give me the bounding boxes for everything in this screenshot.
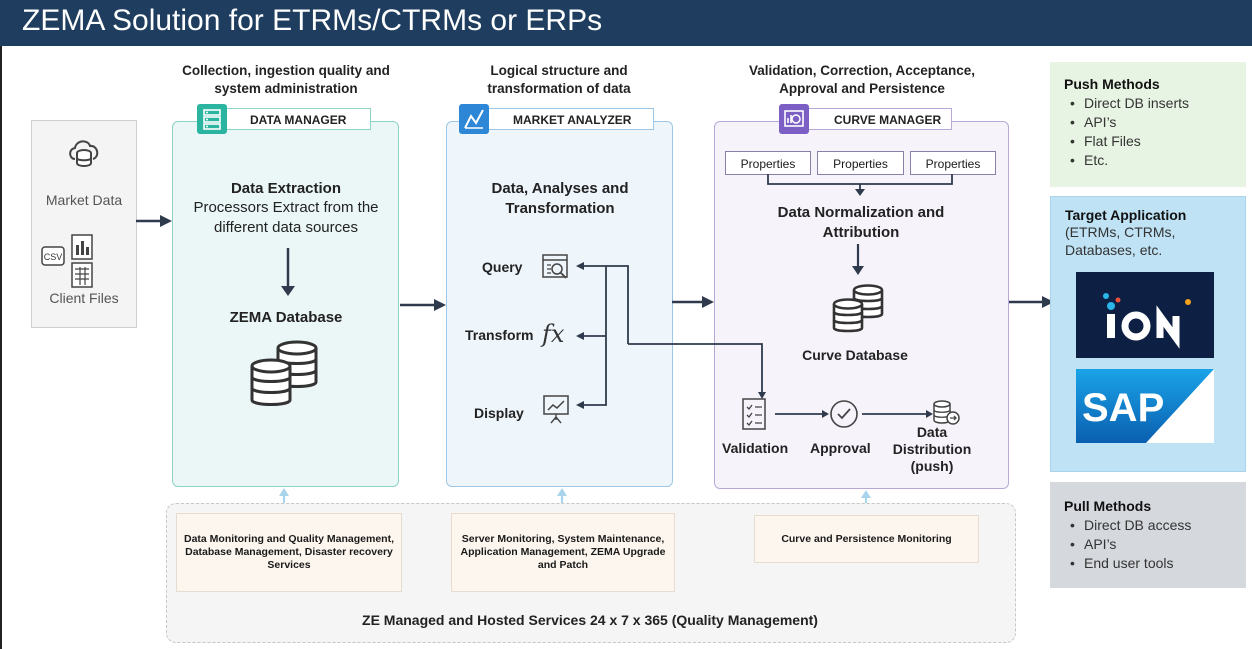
target-application-title: Target Application bbox=[1065, 207, 1187, 223]
transform-label: Transform bbox=[465, 327, 534, 343]
push-methods-title: Push Methods bbox=[1064, 76, 1160, 92]
zema-database-label: ZEMA Database bbox=[229, 309, 343, 326]
page-title: ZEMA Solution for ETRMs/CTRMs or ERPs bbox=[22, 4, 603, 37]
properties-box-3: Properties bbox=[910, 151, 996, 175]
client-files-label: Client Files bbox=[49, 290, 119, 306]
svg-text:fx: fx bbox=[540, 320, 565, 348]
down-arrow bbox=[281, 248, 295, 296]
push-item: API’s bbox=[1070, 113, 1232, 132]
pull-methods-box: Pull Methods Direct DB access API’s End … bbox=[1050, 482, 1246, 588]
market-analyzer-panel bbox=[446, 121, 673, 487]
down-arrow-cm bbox=[852, 244, 864, 275]
pull-item: End user tools bbox=[1070, 554, 1232, 573]
ion-logo bbox=[1076, 272, 1214, 358]
query-label: Query bbox=[482, 259, 523, 275]
push-item: Etc. bbox=[1070, 151, 1232, 170]
function-fx-icon: fx bbox=[540, 320, 565, 348]
properties-box-1: Properties bbox=[725, 151, 811, 175]
csv-text: CSV bbox=[44, 252, 63, 262]
push-methods-list: Direct DB inserts API’s Flat Files Etc. bbox=[1064, 94, 1232, 170]
pull-item: Direct DB access bbox=[1070, 516, 1232, 535]
validation-label: Validation bbox=[722, 440, 789, 456]
curve-database-label: Curve Database bbox=[802, 347, 908, 363]
left-border bbox=[0, 46, 2, 649]
push-item: Direct DB inserts bbox=[1070, 94, 1232, 113]
pull-methods-list: Direct DB access API’s End user tools bbox=[1064, 516, 1232, 573]
query-icon bbox=[542, 254, 568, 279]
sap-logo-mark: SAP bbox=[1076, 369, 1214, 443]
curve-chart-icon bbox=[779, 104, 809, 134]
presentation-chart-icon bbox=[543, 395, 569, 424]
properties-merge-connector bbox=[767, 174, 953, 196]
approval-label: Approval bbox=[810, 440, 871, 456]
display-label: Display bbox=[474, 405, 524, 421]
ma-header: Logical structure and transformation of … bbox=[487, 63, 631, 96]
data-manager-badge: DATA MANAGER bbox=[205, 108, 371, 130]
distribution-database-icon bbox=[933, 400, 960, 425]
ma-heading: Data, Analyses and Transformation bbox=[491, 180, 629, 217]
source-box: Market Data CSV Client Files bbox=[31, 120, 137, 328]
curve-manager-badge: CURVE MANAGER bbox=[789, 108, 952, 130]
ma-services-box: Server Monitoring, System Maintenance, A… bbox=[451, 513, 675, 592]
market-data-label: Market Data bbox=[45, 192, 123, 208]
server-list-icon bbox=[197, 104, 227, 134]
cloud-database-icon bbox=[69, 140, 99, 167]
approval-check-icon bbox=[830, 400, 858, 428]
dm-services-box: Data Monitoring and Quality Management, … bbox=[176, 513, 402, 592]
push-methods-box: Push Methods Direct DB inserts API’s Fla… bbox=[1050, 62, 1246, 187]
properties-box-2: Properties bbox=[817, 151, 904, 175]
cm-header: Validation, Correction, Acceptance, Appr… bbox=[748, 63, 976, 96]
managed-services-footer: ZE Managed and Hosted Services 24 x 7 x … bbox=[362, 612, 818, 628]
title-bar: ZEMA Solution for ETRMs/CTRMs or ERPs bbox=[0, 0, 1252, 46]
normalization-heading: Data Normalization and Attribution bbox=[777, 204, 945, 241]
distribution-label: Data Distribution (push) bbox=[892, 424, 972, 474]
cm-services-box: Curve and Persistence Monitoring bbox=[754, 515, 979, 563]
data-extraction-desc: Processors Extract from the different da… bbox=[193, 199, 379, 236]
pull-methods-title: Pull Methods bbox=[1064, 498, 1152, 514]
push-item: Flat Files bbox=[1070, 132, 1232, 151]
ion-logo-mark bbox=[1103, 293, 1191, 349]
curve-database-icon bbox=[832, 284, 884, 333]
pull-item: API’s bbox=[1070, 535, 1232, 554]
svg-text:SAP: SAP bbox=[1082, 386, 1164, 430]
market-analyzer-badge: MARKET ANALYZER bbox=[468, 108, 654, 130]
data-extraction-heading: Data Extraction bbox=[230, 180, 342, 197]
checklist-icon bbox=[742, 398, 766, 430]
sap-logo: SAP bbox=[1076, 369, 1214, 443]
dm-header: Collection, ingestion quality and system… bbox=[182, 63, 390, 96]
csv-file-icon: CSV bbox=[41, 234, 93, 288]
analytics-icon bbox=[459, 104, 489, 134]
database-icon bbox=[250, 340, 318, 406]
target-application-desc: (ETRMs, CTRMs, Databases, etc. bbox=[1065, 224, 1176, 258]
